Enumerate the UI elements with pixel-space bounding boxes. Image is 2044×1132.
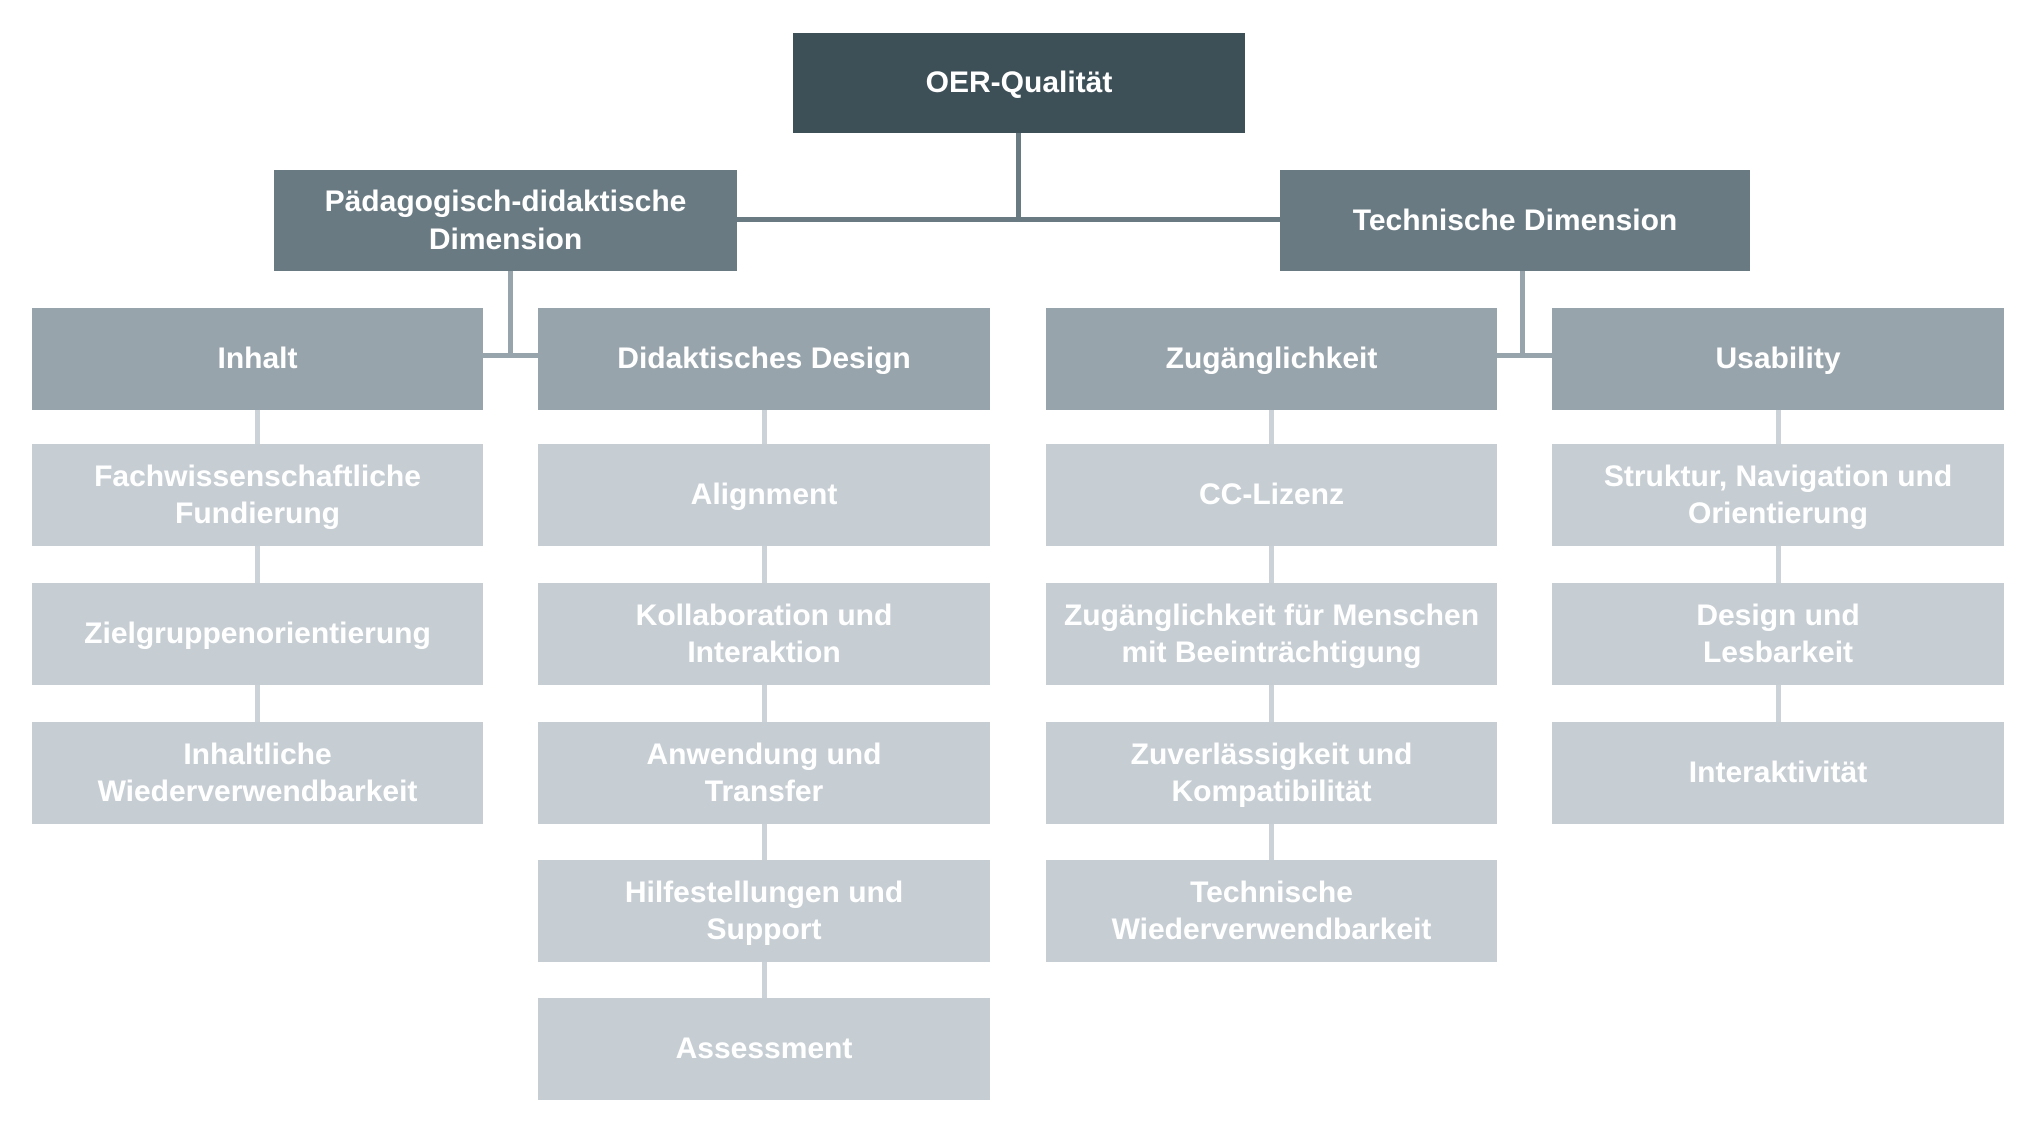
- node-zuverlaessigkeit-und-kompatibilitaet: Zuverlässigkeit und Kompatibilität: [1046, 722, 1497, 824]
- connector-zug-child-1: [1269, 410, 1274, 444]
- node-interaktivitaet: Interaktivität: [1552, 722, 2004, 824]
- connector-root-stem: [1016, 133, 1021, 222]
- node-usability: Usability: [1552, 308, 2004, 410]
- connector-usab-child-3: [1776, 685, 1781, 722]
- node-kollaboration-und-interaktion: Kollaboration und Interaktion: [538, 583, 990, 685]
- connector-paedagogisch-bar: [483, 353, 538, 358]
- node-struktur-navigation-orientierung: Struktur, Navigation und Orientierung: [1552, 444, 2004, 546]
- node-technische-dimension: Technische Dimension: [1280, 170, 1750, 271]
- connector-dd-child-1: [762, 410, 767, 444]
- node-hilfestellungen-und-support: Hilfestellungen und Support: [538, 860, 990, 962]
- node-cc-lizenz: CC-Lizenz: [1046, 444, 1497, 546]
- node-design-und-lesbarkeit: Design und Lesbarkeit: [1552, 583, 2004, 685]
- connector-zug-child-2: [1269, 546, 1274, 583]
- connector-technisch-stem: [1520, 271, 1525, 358]
- node-anwendung-und-transfer: Anwendung und Transfer: [538, 722, 990, 824]
- connector-dd-child-5: [762, 962, 767, 998]
- connector-dd-child-3: [762, 685, 767, 722]
- connector-dd-child-4: [762, 824, 767, 860]
- node-paedagogisch-didaktische-dimension: Pädagogisch-didaktische Dimension: [274, 170, 737, 271]
- node-inhaltliche-wiederverwendbarkeit: Inhaltliche Wiederverwendbarkeit: [32, 722, 483, 824]
- node-fachwissenschaftliche-fundierung: Fachwissenschaftliche Fundierung: [32, 444, 483, 546]
- connector-zug-child-3: [1269, 685, 1274, 722]
- node-zielgruppenorientierung: Zielgruppenorientierung: [32, 583, 483, 685]
- connector-dimensions-bar: [737, 217, 1280, 222]
- node-zugaenglichkeit: Zugänglichkeit: [1046, 308, 1497, 410]
- node-oer-qualitaet: OER-Qualität: [793, 33, 1245, 133]
- node-assessment: Assessment: [538, 998, 990, 1100]
- connector-inhalt-child-2: [255, 546, 260, 583]
- connector-usab-child-2: [1776, 546, 1781, 583]
- connector-zug-child-4: [1269, 824, 1274, 860]
- connector-paedagogisch-stem: [508, 271, 513, 358]
- connector-inhalt-child-1: [255, 410, 260, 444]
- connector-usab-child-1: [1776, 410, 1781, 444]
- connector-technisch-bar: [1497, 353, 1552, 358]
- node-didaktisches-design: Didaktisches Design: [538, 308, 990, 410]
- node-technische-wiederverwendbarkeit: Technische Wiederverwendbarkeit: [1046, 860, 1497, 962]
- connector-dd-child-2: [762, 546, 767, 583]
- connector-inhalt-child-3: [255, 685, 260, 722]
- node-alignment: Alignment: [538, 444, 990, 546]
- node-zugaenglichkeit-menschen-beeintraechtigung: Zugänglichkeit für Menschen mit Beeinträ…: [1046, 583, 1497, 685]
- node-inhalt: Inhalt: [32, 308, 483, 410]
